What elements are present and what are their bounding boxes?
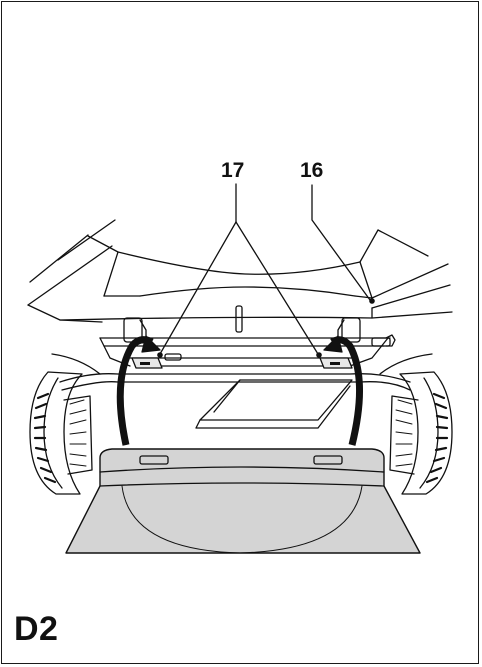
right-wheel <box>389 371 453 495</box>
figure-label: D2 <box>14 610 59 648</box>
grass-catcher-bag <box>65 448 421 554</box>
insert-arrow-right <box>323 335 364 446</box>
hook-clip-left <box>131 357 163 369</box>
mower-chassis <box>51 353 433 429</box>
callout-number-17: 17 <box>221 159 245 182</box>
hook-clip-right <box>319 357 353 369</box>
callout-leader-17 <box>157 183 322 358</box>
rear-frame <box>99 305 396 367</box>
left-wheel <box>29 371 93 495</box>
mower-top-cover <box>27 219 453 323</box>
callout-leader-16 <box>311 184 375 304</box>
callout-number-16: 16 <box>300 159 324 182</box>
insert-arrow-left <box>116 335 161 446</box>
